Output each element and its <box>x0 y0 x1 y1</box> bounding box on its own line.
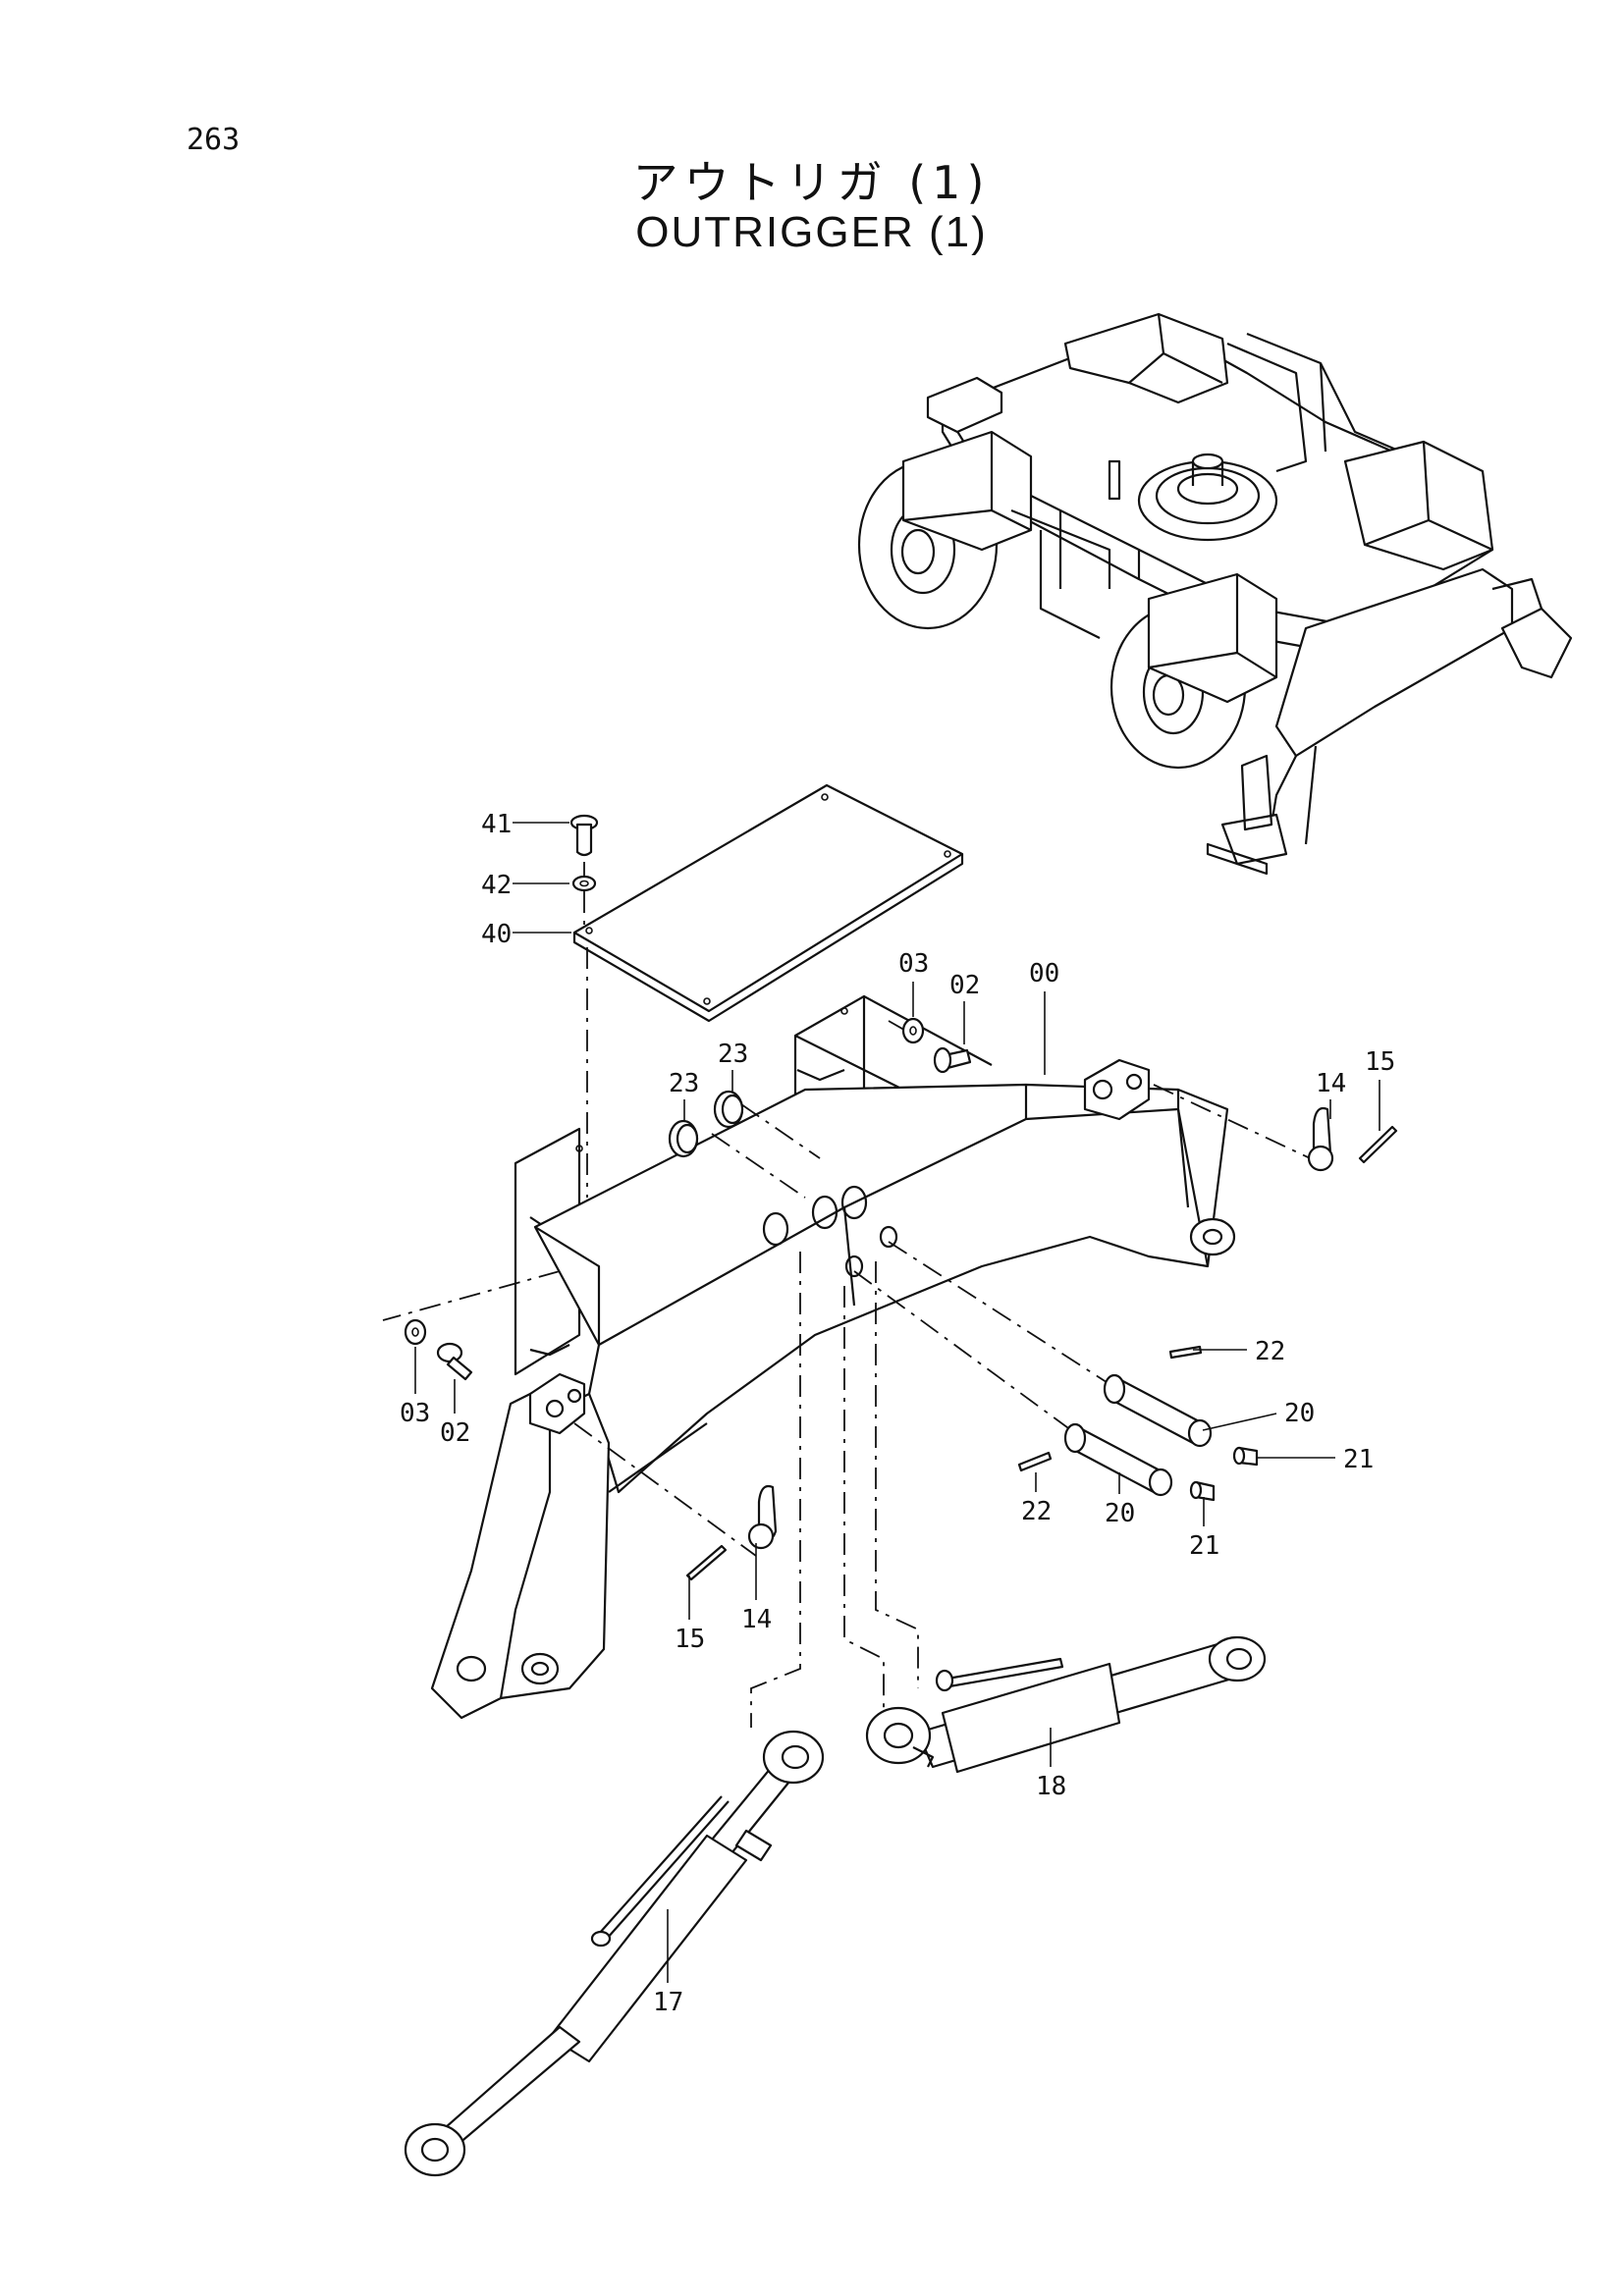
part-labels: 41 42 40 03 02 00 23 23 14 15 03 02 22 2… <box>400 810 1395 2017</box>
pin-20-lower <box>1063 1422 1173 1497</box>
washer-42 <box>571 875 597 892</box>
bolt-02-upper <box>933 1046 972 1074</box>
grease-fitting-21-upper <box>1232 1446 1259 1467</box>
part-label-03-lower: 03 <box>400 1399 430 1428</box>
spring-pin-22-upper <box>1168 1345 1203 1360</box>
pin-20-upper <box>1103 1373 1213 1448</box>
bolt-41 <box>569 814 599 857</box>
hydraulic-cylinder-17 <box>404 1730 825 2177</box>
cover-plate <box>572 783 964 1023</box>
carrier-overview-illustration <box>857 312 1573 876</box>
hydraulic-cylinder-18 <box>865 1635 1267 1774</box>
part-label-40: 40 <box>481 920 512 949</box>
part-label-14-lower: 14 <box>741 1605 772 1634</box>
center-line-a <box>382 1270 561 1321</box>
part-label-17: 17 <box>653 1988 683 2017</box>
outrigger-frame <box>430 994 1236 1720</box>
snap-ring-23a <box>668 1119 699 1158</box>
part-label-03-upper: 03 <box>898 949 929 979</box>
center-line-g <box>740 1103 821 1159</box>
pin-15-lower <box>685 1544 728 1581</box>
center-line-j <box>843 1286 885 1718</box>
part-label-15-upper: 15 <box>1365 1047 1395 1077</box>
part-label-23a: 23 <box>669 1069 699 1098</box>
lock-plate-14-lower <box>747 1484 778 1550</box>
center-line-d <box>888 1241 1110 1385</box>
part-label-21-lower: 21 <box>1189 1531 1219 1561</box>
center-line-cover <box>583 862 588 1198</box>
spring-pin-22-lower <box>1017 1451 1053 1472</box>
lock-plate-14-upper <box>1307 1106 1334 1172</box>
part-label-23b: 23 <box>718 1040 748 1069</box>
bolt-02-lower <box>436 1342 473 1381</box>
part-label-20-upper: 20 <box>1284 1399 1315 1428</box>
part-label-22-lower: 22 <box>1021 1497 1052 1526</box>
center-line-c <box>573 1422 757 1557</box>
page-title-english: OUTRIGGER (1) <box>635 208 988 256</box>
part-label-14-upper: 14 <box>1316 1069 1346 1098</box>
part-label-42: 42 <box>481 871 512 900</box>
center-line-i <box>750 1252 801 1728</box>
center-line-k <box>875 1261 919 1688</box>
pin-15-upper <box>1358 1125 1398 1164</box>
washer-03-upper <box>901 1017 925 1044</box>
grease-fitting-21-lower <box>1189 1480 1216 1502</box>
part-label-21-upper: 21 <box>1343 1445 1374 1474</box>
center-line-b <box>1153 1084 1322 1164</box>
center-line-f <box>711 1133 806 1199</box>
snap-ring-23b <box>713 1090 744 1129</box>
center-line-e <box>853 1270 1076 1434</box>
washer-03-lower <box>404 1318 427 1346</box>
part-label-18: 18 <box>1036 1772 1066 1801</box>
part-label-02-upper: 02 <box>949 971 980 1000</box>
part-label-02-lower: 02 <box>440 1418 470 1448</box>
part-label-41: 41 <box>481 810 512 839</box>
part-label-00: 00 <box>1029 959 1059 988</box>
page-number: 263 <box>187 123 241 157</box>
part-label-20-lower: 20 <box>1105 1499 1135 1528</box>
leader-lines <box>414 822 1380 1983</box>
part-label-15-lower: 15 <box>675 1625 705 1654</box>
page-title-japanese: アウトリガ (1) <box>632 156 991 209</box>
part-label-22-upper: 22 <box>1255 1337 1285 1366</box>
